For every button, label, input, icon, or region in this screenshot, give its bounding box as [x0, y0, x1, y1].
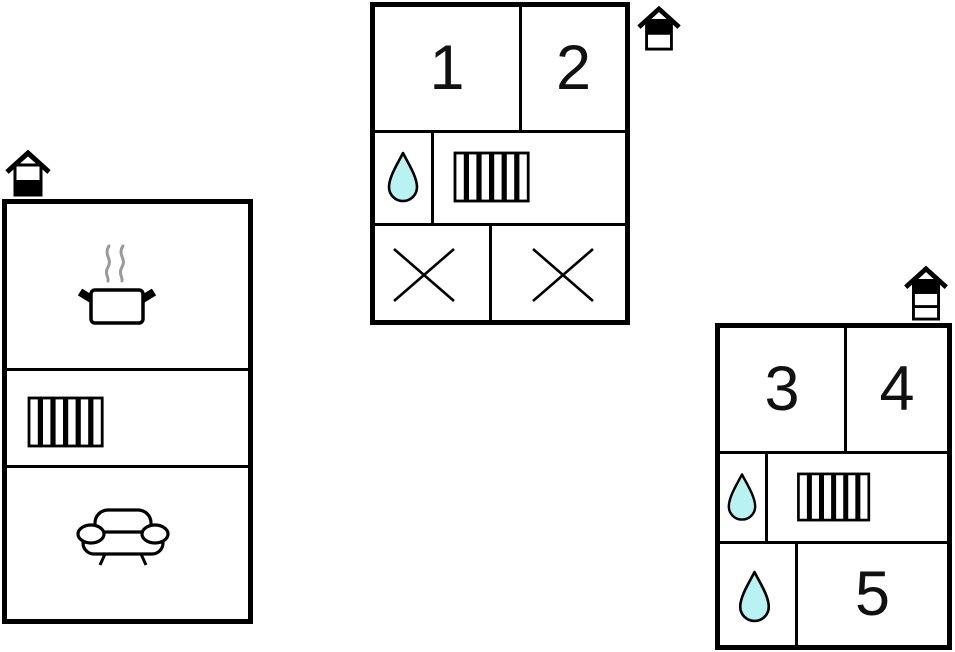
wall-vertical	[844, 328, 847, 451]
water-drop-icon	[386, 151, 420, 203]
room-5: 5	[798, 544, 947, 645]
room-4-label: 4	[879, 354, 915, 424]
radiator-icon	[796, 472, 872, 522]
wall-vertical	[431, 133, 434, 223]
wall-vertical	[519, 7, 522, 130]
wall-horizontal	[7, 368, 248, 371]
radiator-icon	[453, 151, 531, 203]
building-middle: 1 2	[370, 2, 630, 325]
radiator-icon	[27, 396, 105, 448]
wall-horizontal	[7, 465, 248, 468]
wall-vertical	[765, 454, 768, 541]
building-left	[2, 199, 253, 624]
floor-indicator-upper-floor-icon	[637, 5, 681, 53]
floor-indicator-top-floor-icon	[903, 265, 949, 321]
wall-horizontal	[375, 130, 625, 133]
wall-vertical	[489, 226, 492, 320]
wall-horizontal	[375, 223, 625, 226]
sofa-icon	[75, 504, 171, 568]
floor-indicator-ground-floor-icon	[5, 149, 51, 199]
room-2-label: 2	[555, 33, 592, 103]
water-drop-icon	[737, 570, 772, 623]
room-2: 2	[522, 7, 625, 130]
room-3: 3	[720, 328, 844, 451]
wall-horizontal	[720, 541, 947, 544]
cross-icon	[391, 246, 457, 304]
wall-horizontal	[720, 451, 947, 454]
room-1-label: 1	[429, 33, 465, 103]
building-right: 3 4	[715, 323, 952, 650]
water-drop-icon	[726, 472, 758, 522]
room-5-label: 5	[854, 559, 891, 629]
cross-icon	[530, 246, 596, 304]
room-1: 1	[375, 7, 519, 130]
stove-icon	[73, 240, 169, 332]
room-4: 4	[847, 328, 947, 451]
wall-vertical	[795, 544, 798, 645]
room-3-label: 3	[764, 354, 800, 424]
